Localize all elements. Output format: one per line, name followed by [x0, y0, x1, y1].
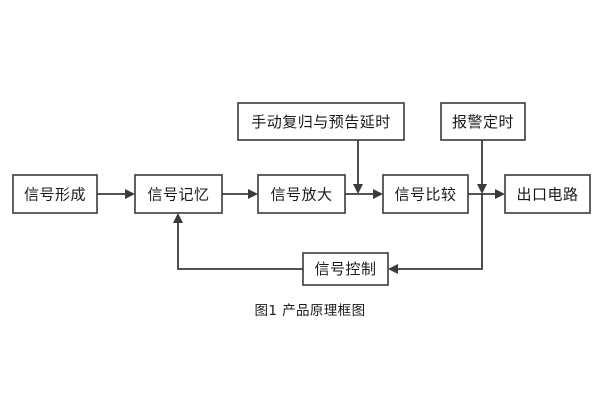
node-signal-control[interactable]: 信号控制: [302, 252, 389, 286]
node-alarm-timer[interactable]: 报警定时: [440, 102, 526, 141]
node-signal-memory-label: 信号记忆: [147, 186, 209, 204]
node-signal-formation[interactable]: 信号形成: [12, 174, 98, 214]
edge-output-branch-to-control: [388, 194, 483, 274]
node-signal-amplify-label: 信号放大: [270, 186, 332, 204]
node-signal-formation-label: 信号形成: [24, 186, 86, 204]
node-alarm-timer-box[interactable]: [440, 102, 526, 141]
node-manual-reset-delay-box[interactable]: [237, 102, 405, 141]
edge-manual-reset-drop: [353, 140, 363, 194]
node-signal-control-label: 信号控制: [314, 260, 376, 278]
node-signal-compare[interactable]: 信号比较: [382, 174, 469, 214]
node-signal-memory-box[interactable]: [134, 174, 223, 214]
node-signal-formation-box[interactable]: [12, 174, 98, 214]
node-signal-compare-label: 信号比较: [394, 186, 456, 204]
edge-amplify-to-compare: [345, 189, 383, 199]
edge-memory-to-amplify: [222, 189, 258, 199]
node-signal-amplify-box[interactable]: [257, 174, 346, 214]
node-signal-amplify[interactable]: 信号放大: [257, 174, 346, 214]
figure-caption: 图1 产品原理框图: [255, 303, 366, 319]
edge-formation-to-memory: [97, 189, 135, 199]
node-output-circuit-box[interactable]: [504, 174, 591, 214]
edges-layer: [97, 140, 505, 274]
nodes-layer: 信号形成 信号记忆 信号放大 信号比较 出口电路 手动复归与预告延时: [12, 102, 591, 286]
node-manual-reset-delay[interactable]: 手动复归与预告延时: [237, 102, 405, 141]
node-output-circuit[interactable]: 出口电路: [504, 174, 591, 214]
node-manual-reset-delay-label: 手动复归与预告延时: [251, 113, 391, 131]
node-alarm-timer-label: 报警定时: [452, 113, 514, 131]
node-output-circuit-label: 出口电路: [516, 186, 578, 204]
node-signal-memory[interactable]: 信号记忆: [134, 174, 223, 214]
node-signal-compare-box[interactable]: [382, 174, 469, 214]
edge-alarm-timer-drop: [477, 140, 487, 194]
edge-control-feedback-to-memory: [173, 213, 303, 270]
node-signal-control-box[interactable]: [302, 252, 389, 286]
edge-compare-to-output: [468, 189, 505, 199]
